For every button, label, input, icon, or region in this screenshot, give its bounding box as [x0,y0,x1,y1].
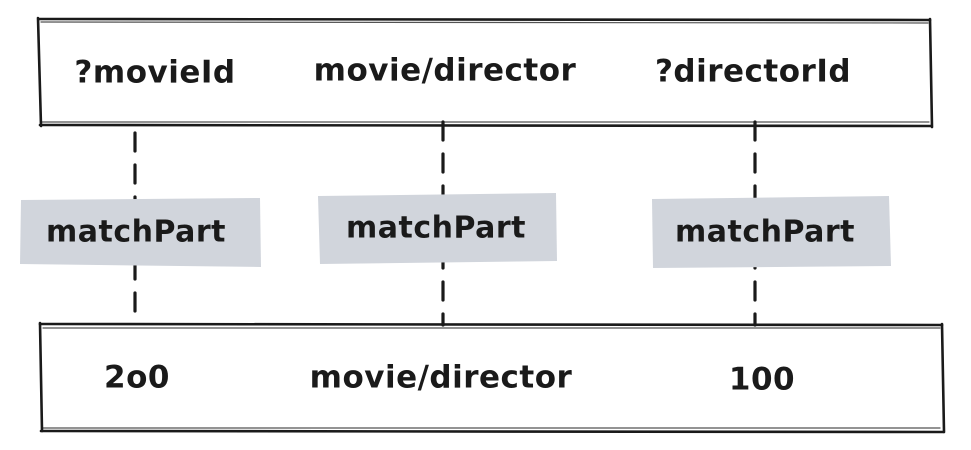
match-part-entity: matchPart [20,198,261,267]
datom-box [38,321,946,434]
match-part-attribute: matchPart [318,193,557,264]
match-part-label: matchPart [46,215,226,250]
match-part-value: matchPart [652,196,891,268]
match-part-label: matchPart [346,211,526,246]
datom-entity: 2o0 [104,360,170,396]
pattern-attribute: movie/director [314,53,577,89]
datom-attribute: movie/director [310,360,573,396]
datom-value: 100 [729,362,795,398]
pattern-value: ?directorId [655,54,851,90]
pattern-box [36,16,934,129]
match-part-label: matchPart [675,215,855,250]
pattern-entity: ?movieId [74,55,235,91]
